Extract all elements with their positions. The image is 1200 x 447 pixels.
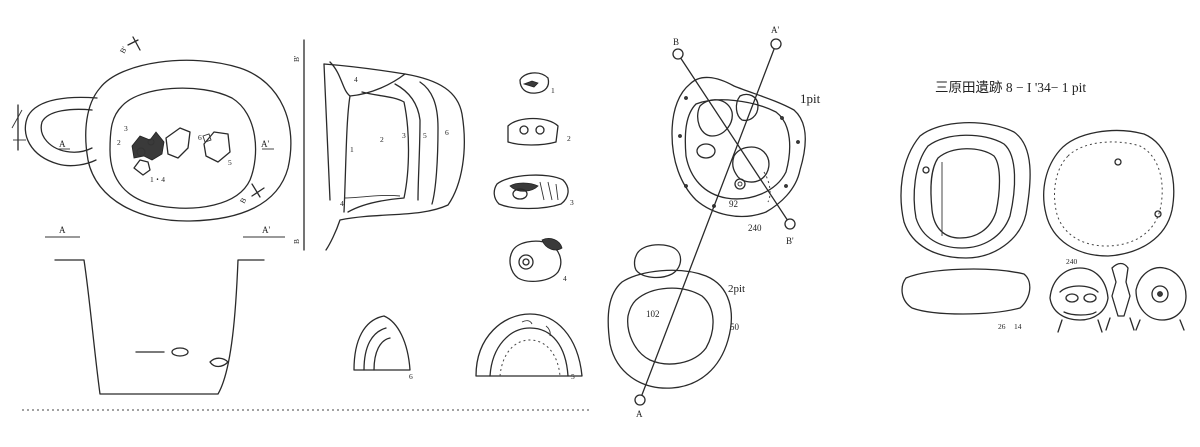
pit-plan-right — [1043, 129, 1175, 257]
section-lines: A' A B B' — [634, 25, 796, 419]
plan-label-b-prime: B' — [118, 44, 129, 55]
middle-plate: 1pit 92 240 2pit 102 50 A' A B B' — [607, 25, 821, 419]
point-label-b: B — [673, 37, 679, 47]
section-label-a: A — [59, 225, 66, 235]
pit1-label: 1pit — [800, 91, 821, 106]
artifact-number-1: 1 — [551, 86, 555, 95]
plan-label-b: B — [238, 196, 248, 205]
pit1-plan: 1pit 92 240 — [671, 76, 821, 233]
find-number-6: 6 — [198, 133, 202, 142]
pit-plan-drawing: A A' B B' 1・4 2 3 5 6 — [11, 36, 292, 222]
section-a-drawing: A A' — [45, 225, 285, 395]
right-plate: 三原田遺跡 8 − I '34− 1 pit 26 14 240 — [900, 80, 1187, 333]
artifact-number-6: 6 — [409, 372, 413, 381]
pit-plan-left — [900, 121, 1031, 259]
site-title: 三原田遺跡 8 − I '34− 1 pit — [935, 80, 1086, 95]
artifact-number-3: 3 — [570, 198, 574, 207]
point-label-a-prime: A' — [771, 25, 779, 35]
layer-number-2: 2 — [380, 135, 384, 144]
section-label-a-prime: A' — [262, 225, 270, 235]
artifact-number-4: 4 — [563, 274, 567, 283]
plan-label-a: A — [59, 139, 66, 149]
section-b-drawing: B' B 4 1 2 3 5 6 4 — [292, 39, 465, 251]
depth-label-50: 50 — [730, 322, 740, 332]
layer-number-top: 4 — [354, 75, 358, 84]
plan-label-a-prime: A' — [261, 139, 269, 149]
layer-number-1: 1 — [350, 145, 354, 154]
find-number-5: 5 — [228, 158, 232, 167]
artifact-drawings: 1 2 3 4 5 6 — [353, 72, 583, 381]
layer-number-6: 6 — [445, 128, 449, 137]
pit2-plan: 2pit 102 50 — [607, 244, 745, 389]
find-number-2: 2 — [117, 138, 121, 147]
depth-label-102: 102 — [646, 309, 660, 319]
vessel-number: 240 — [1066, 257, 1078, 266]
layer-number-5: 5 — [423, 131, 427, 140]
scale-note-26: 26 — [998, 322, 1006, 331]
artifact-number-2: 2 — [567, 134, 571, 143]
section-label-b: B — [292, 239, 301, 244]
section-profile: 26 14 — [901, 268, 1031, 331]
find-number-3: 3 — [124, 124, 128, 133]
depth-label-240: 240 — [748, 223, 762, 233]
vessel-drawings: 240 — [1049, 257, 1187, 333]
point-label-b-prime: B' — [786, 236, 794, 246]
depth-label-92: 92 — [729, 199, 738, 209]
section-label-b-prime: B' — [292, 55, 301, 62]
artifact-number-5: 5 — [571, 372, 575, 381]
point-label-a: A — [636, 409, 643, 419]
layer-number-bottom: 4 — [340, 199, 344, 208]
find-number-1-4: 1・4 — [150, 175, 165, 184]
left-plate: A A' B B' 1・4 2 3 5 6 A A' B' B — [11, 36, 590, 411]
layer-number-3: 3 — [402, 131, 406, 140]
scale-note-14: 14 — [1014, 322, 1022, 331]
pit2-label: 2pit — [728, 283, 745, 295]
